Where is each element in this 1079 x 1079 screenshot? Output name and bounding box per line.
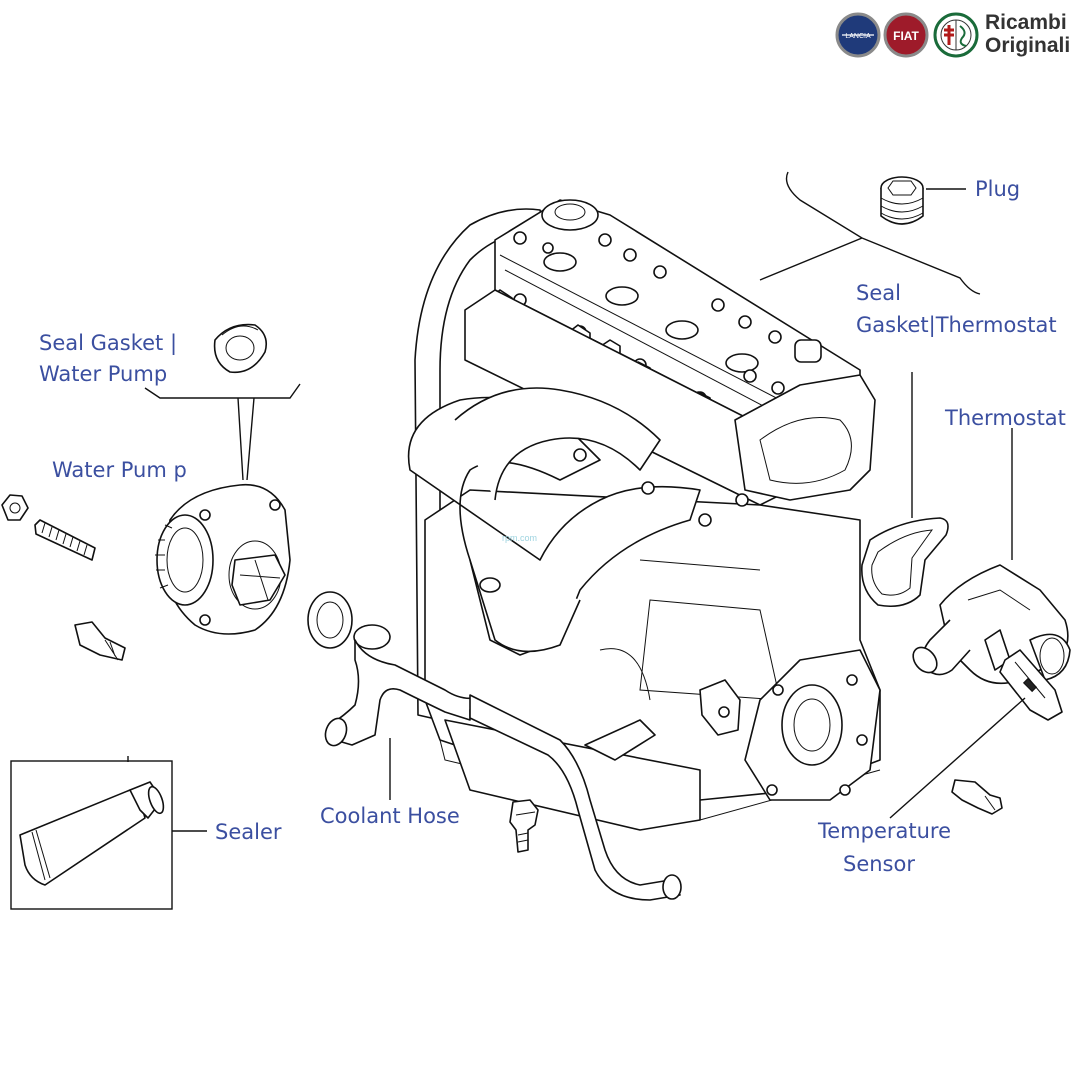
coolant-hose bbox=[324, 624, 682, 901]
fiat-logo: FIAT bbox=[883, 12, 929, 58]
brand-line-2: Originali bbox=[985, 34, 1070, 57]
water-pump-seal bbox=[213, 323, 268, 374]
thermostat-housing bbox=[912, 564, 1071, 685]
engine-block bbox=[407, 199, 881, 831]
o-ring bbox=[307, 591, 353, 649]
sensor-bolt bbox=[951, 779, 1003, 815]
lancia-logo: LANCIA bbox=[835, 12, 881, 58]
seal-thermostat-label-line-2: Gasket|Thermostat bbox=[856, 313, 1057, 338]
seal-thermostat-label-line-1: Seal bbox=[856, 281, 901, 305]
temperature-sensor bbox=[999, 649, 1063, 721]
nut bbox=[1, 494, 29, 521]
water-pump-seal-label-line-1: Seal Gasket | bbox=[39, 331, 177, 356]
water-pump-label: Water Pum p bbox=[52, 458, 187, 482]
seal-thermostat-bracket bbox=[759, 171, 981, 295]
coolant-hose-label: Coolant Hose bbox=[320, 804, 460, 828]
bleed-screw bbox=[509, 799, 539, 853]
temperature-sensor-leader bbox=[889, 697, 1026, 819]
alfa-romeo-logo bbox=[933, 12, 979, 58]
thermostat-label: Thermostat bbox=[944, 406, 1066, 430]
cylinder-head-holes bbox=[513, 199, 785, 405]
stud bbox=[34, 519, 96, 561]
plug-part bbox=[880, 176, 924, 225]
lancia-logo-text: LANCIA bbox=[845, 33, 871, 40]
water-pump-seal-label-line-2: Water Pump bbox=[39, 362, 167, 386]
water-pump bbox=[155, 483, 291, 635]
thermostat-gasket bbox=[861, 517, 949, 608]
temperature-sensor-label-line-2: Sensor bbox=[843, 852, 915, 876]
sealer-tube bbox=[19, 781, 165, 886]
water-pump-bolt bbox=[74, 621, 126, 661]
temperature-sensor-label-line-1: Temperature bbox=[817, 819, 951, 843]
intake-manifold bbox=[407, 387, 749, 656]
brand-line-1: Ricambi bbox=[985, 11, 1067, 34]
sealer-label: Sealer bbox=[215, 820, 282, 844]
brand-header: LANCIA FIAT Ricambi Originali bbox=[835, 11, 1070, 58]
plug-label: Plug bbox=[975, 177, 1020, 201]
fiat-logo-text: FIAT bbox=[893, 29, 919, 43]
water-pump-seal-bracket bbox=[144, 383, 301, 481]
watermark: rpm.com bbox=[502, 533, 537, 543]
